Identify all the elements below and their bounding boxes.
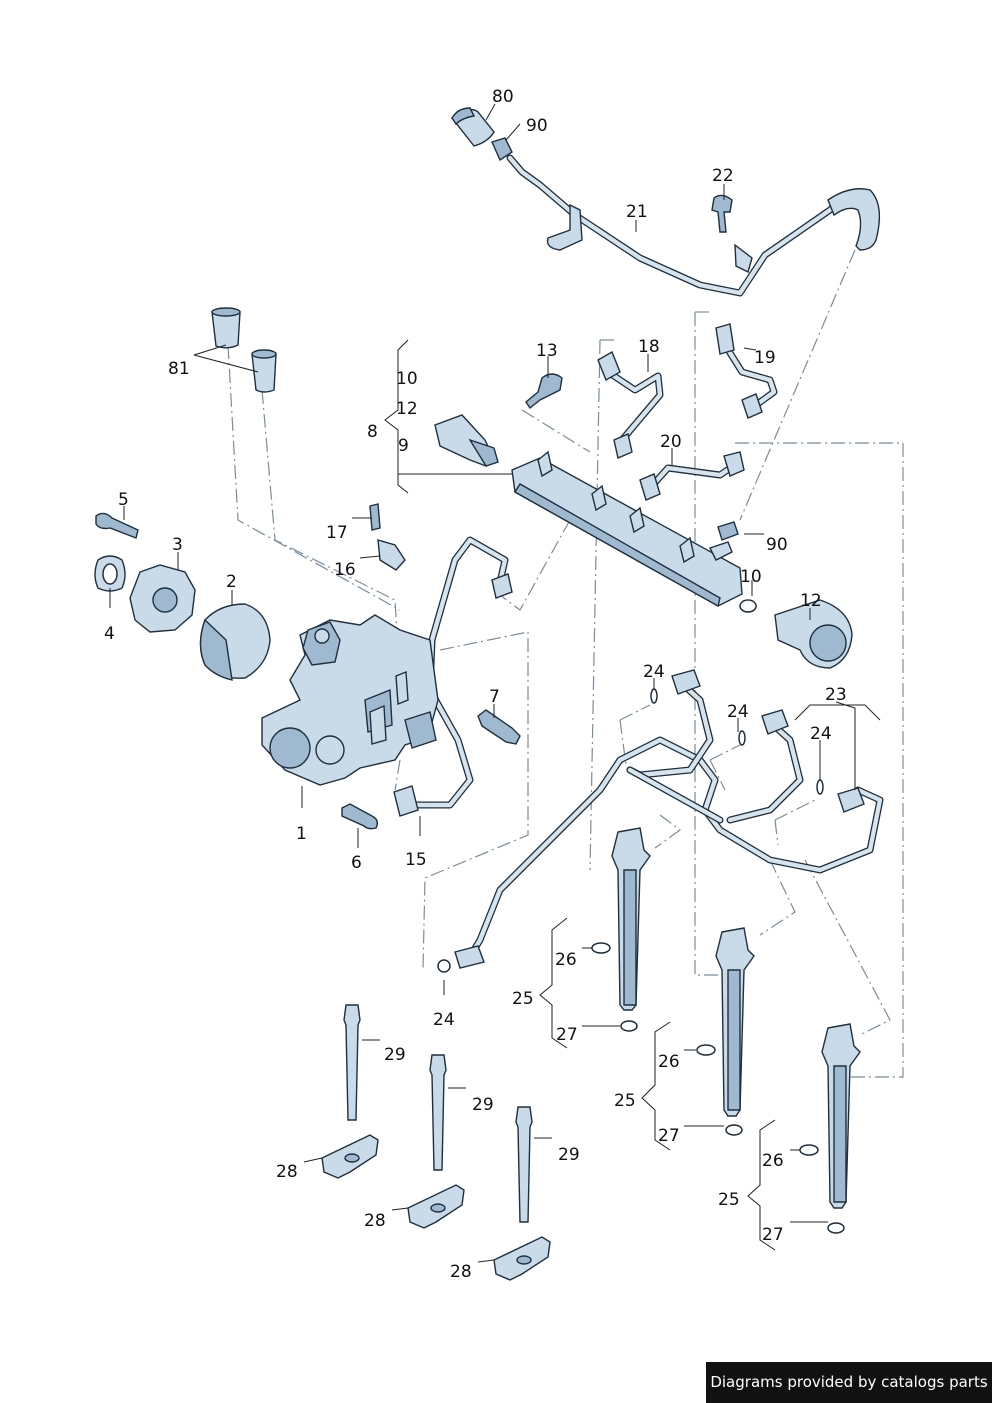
label-80: 80 xyxy=(492,87,514,107)
fuel-rail xyxy=(511,457,743,607)
hose-end-right xyxy=(827,188,881,251)
injector-2 xyxy=(696,927,755,1136)
label-21: 21 xyxy=(626,202,648,222)
label-27-c: 27 xyxy=(762,1225,784,1245)
label-24-b: 24 xyxy=(727,702,749,722)
leader-lines xyxy=(109,103,856,1263)
hose-pieces-81 xyxy=(211,307,277,393)
bolt-22 xyxy=(711,194,733,233)
bracket-22 xyxy=(734,243,753,274)
label-18: 18 xyxy=(638,337,660,357)
label-16: 16 xyxy=(334,560,356,580)
injectors-25 xyxy=(591,827,861,1234)
label-7: 7 xyxy=(489,687,500,707)
clip-90 xyxy=(717,521,739,541)
bolt-6 xyxy=(341,803,379,830)
high-pressure-pump-assembly xyxy=(94,503,521,830)
label-29-b: 29 xyxy=(472,1095,494,1115)
screw-17 xyxy=(369,503,381,531)
label-90-right: 90 xyxy=(766,535,788,555)
label-10-top: 10 xyxy=(396,369,418,389)
pressure-lines xyxy=(393,323,778,817)
bolt-5 xyxy=(95,512,139,539)
attribution-footer: Diagrams provided by catalogs parts xyxy=(706,1362,992,1403)
label-29-c: 29 xyxy=(558,1145,580,1165)
clip-90-top xyxy=(491,137,513,162)
label-13: 13 xyxy=(536,341,558,361)
label-25-c: 25 xyxy=(718,1190,740,1210)
fuel-rail-assembly xyxy=(434,373,853,669)
label-28-a: 28 xyxy=(276,1162,298,1182)
label-5: 5 xyxy=(118,490,129,510)
label-22: 22 xyxy=(712,166,734,186)
bolt-29-3 xyxy=(515,1106,533,1223)
label-81: 81 xyxy=(168,359,190,379)
injector-1 xyxy=(591,827,651,1032)
label-17: 17 xyxy=(326,523,348,543)
label-26-b: 26 xyxy=(658,1052,680,1072)
label-4: 4 xyxy=(104,624,115,644)
clamping-bolts-and-claws xyxy=(321,1004,551,1281)
label-90-top: 90 xyxy=(526,116,548,136)
label-19: 19 xyxy=(754,348,776,368)
part-labels: 80 90 21 22 81 13 18 19 10 12 8 9 20 90 … xyxy=(104,87,847,1282)
label-24-d: 24 xyxy=(433,1010,455,1030)
label-6: 6 xyxy=(351,853,362,873)
group-brackets xyxy=(384,339,881,1251)
label-12-top: 12 xyxy=(396,399,418,419)
label-27-a: 27 xyxy=(556,1025,578,1045)
seal-10 xyxy=(739,599,757,613)
label-9: 9 xyxy=(398,436,409,456)
label-3: 3 xyxy=(172,535,183,555)
injector-3 xyxy=(799,1023,861,1234)
label-23: 23 xyxy=(825,685,847,705)
label-25-b: 25 xyxy=(614,1091,636,1111)
label-26-c: 26 xyxy=(762,1151,784,1171)
bolt-13 xyxy=(525,373,563,410)
return-line-assembly xyxy=(450,107,881,297)
dashed-guide-lines xyxy=(227,249,904,1078)
label-28-c: 28 xyxy=(450,1262,472,1282)
label-8: 8 xyxy=(367,422,378,442)
label-28-b: 28 xyxy=(364,1211,386,1231)
label-29-a: 29 xyxy=(384,1045,406,1065)
label-12-right: 12 xyxy=(800,591,822,611)
label-25-a: 25 xyxy=(512,989,534,1009)
label-26-a: 26 xyxy=(555,950,577,970)
hose-80-end xyxy=(451,107,476,126)
injector-lines-23 xyxy=(437,669,884,973)
bolt-29-1 xyxy=(343,1004,361,1121)
sensor-7 xyxy=(477,709,521,745)
label-15: 15 xyxy=(405,850,427,870)
clip-16 xyxy=(377,539,406,571)
label-1: 1 xyxy=(296,824,307,844)
label-2: 2 xyxy=(226,572,237,592)
label-20: 20 xyxy=(660,432,682,452)
label-24-a: 24 xyxy=(643,662,665,682)
bolt-29-2 xyxy=(429,1054,447,1171)
label-27-b: 27 xyxy=(658,1126,680,1146)
label-10-right: 10 xyxy=(740,567,762,587)
label-24-c: 24 xyxy=(810,724,832,744)
bracket-21 xyxy=(546,203,583,251)
